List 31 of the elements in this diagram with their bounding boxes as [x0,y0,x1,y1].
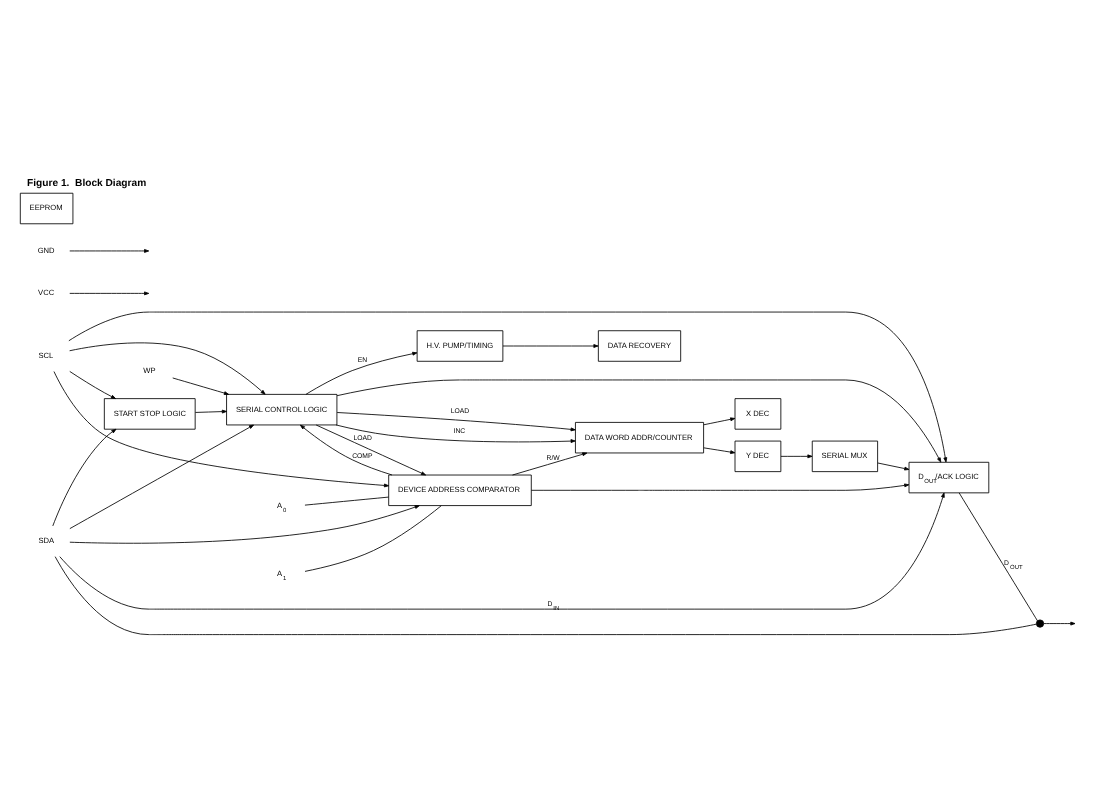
arrow [336,411,576,431]
arrow [69,341,266,394]
arrow [703,446,736,453]
connector [304,495,389,505]
arrow [299,423,393,475]
arrow [703,416,736,425]
connector [958,491,1038,621]
arrow [69,248,150,252]
arrow [336,378,942,462]
arrow [315,423,427,475]
arrow [69,370,116,399]
arrow [530,482,910,490]
arrow [68,310,948,462]
arrow [512,451,588,475]
arrow [69,290,150,295]
arrow [69,423,254,529]
arrow [52,427,117,526]
arrow [780,453,813,458]
node-transistor [1035,618,1045,627]
arrow [59,491,945,609]
arrow [305,350,418,394]
arrow [172,376,229,394]
arrow [1043,620,1076,625]
arrow [502,343,599,347]
arrow [195,408,227,413]
arrow [53,370,390,487]
arrow [335,423,576,442]
arrow [69,504,420,543]
connector [54,555,1037,635]
arrow [877,461,910,470]
connector [304,504,442,571]
